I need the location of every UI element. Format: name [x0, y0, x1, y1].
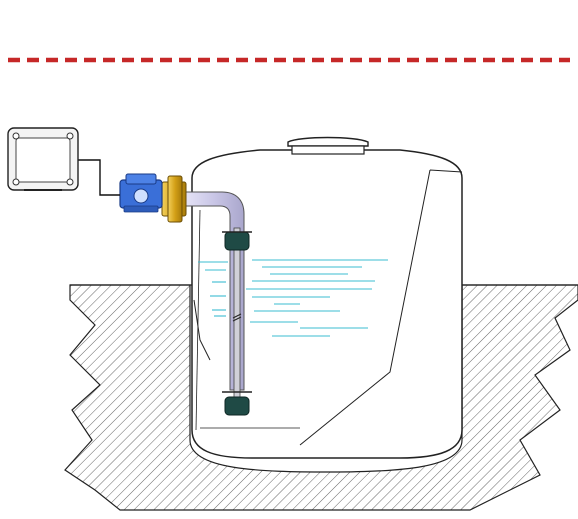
- screw-icon: [66, 178, 74, 186]
- control-box: [7, 127, 79, 191]
- tank-side-rib: [195, 209, 201, 431]
- sensor-cable: [78, 159, 120, 196]
- float-mid-marker: [232, 313, 242, 322]
- brass-fitting-nut: [167, 175, 183, 223]
- blue-valve-foot: [123, 205, 159, 213]
- tank-inner-contour: [193, 169, 463, 446]
- screw-icon: [66, 132, 74, 140]
- screw-icon: [12, 132, 20, 140]
- upper-float-icon: [224, 231, 250, 251]
- blue-valve-window: [133, 188, 149, 204]
- ground-soil: [64, 284, 578, 511]
- screw-icon: [12, 178, 20, 186]
- tank-lid: [287, 136, 369, 147]
- water-surface-lines: [198, 259, 388, 337]
- lower-float-icon: [224, 396, 250, 416]
- blue-valve-cap: [125, 173, 157, 185]
- tank-body: [191, 149, 463, 459]
- tank-lid-ring: [291, 145, 365, 155]
